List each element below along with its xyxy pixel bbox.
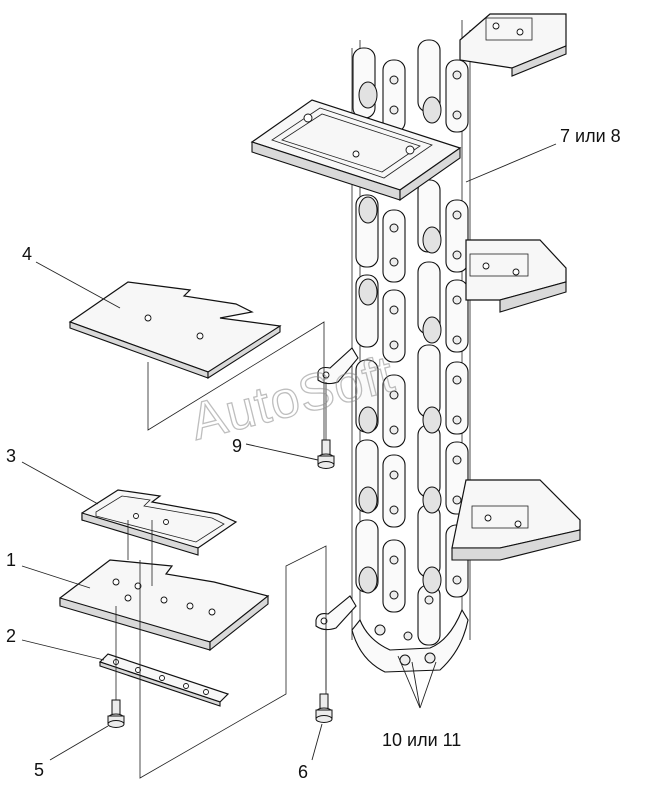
scraper-plate-top [250,99,462,202]
callout-2: 2 [6,626,16,646]
scraper-plate-lower-right [451,479,581,561]
conveyor-chain-assembly [315,20,471,673]
callout-labels: 4 3 1 2 5 9 6 7 или 8 10 или 11 [6,126,621,782]
assembly-lines [115,321,327,779]
callout-6: 6 [298,762,308,782]
callout-1: 1 [6,550,16,570]
callout-3: 3 [6,446,16,466]
scraper-plate-upper-right [459,13,567,77]
callout-5: 5 [34,760,44,780]
part-6-bolt [315,693,333,723]
chain-right-strand [417,39,469,646]
part-1-plate [59,559,270,652]
part-3-gasket [81,489,238,556]
callout-leaders [21,143,557,761]
part-2-strip [98,653,230,707]
callout-4: 4 [22,244,32,264]
callout-7-or-8: 7 или 8 [560,126,621,146]
part-5-bolt [107,699,125,728]
chain-bottom-end [351,608,469,673]
part-9-bolt [317,439,335,469]
part-4-plate [68,281,282,380]
callout-10-or-11: 10 или 11 [382,730,461,750]
chain-pins [389,70,462,605]
callout-9: 9 [232,436,242,456]
scraper-plate-mid-right [465,239,567,313]
chain-rollers [358,81,442,594]
chain-bracket-lower [315,595,357,631]
